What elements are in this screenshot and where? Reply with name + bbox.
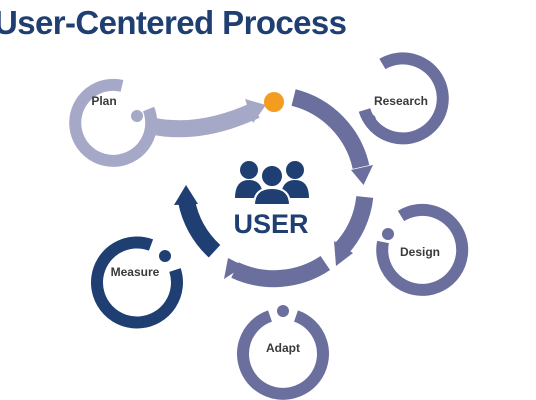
cycle-segment-adapt xyxy=(231,255,331,288)
cycle-arrowhead-design xyxy=(334,241,353,266)
stage-node-design: Design xyxy=(376,203,469,296)
people-icon xyxy=(235,161,309,206)
adapt-ring-dot xyxy=(277,305,289,317)
stage-node-adapt: Adapt xyxy=(237,305,329,400)
measure-ring-dot xyxy=(159,250,171,262)
page-title: User-Centered Process xyxy=(0,4,347,41)
cycle-ring xyxy=(150,89,374,288)
design-ring xyxy=(376,203,469,296)
plan-connector-arrowhead xyxy=(245,99,266,123)
cycle-arrowhead-adapt xyxy=(224,258,244,279)
plan-connector xyxy=(150,102,260,138)
research-ring-dot xyxy=(364,114,376,126)
stage-label-research: Research xyxy=(374,94,428,108)
cycle-segment-design xyxy=(333,195,374,256)
cycle-segment-measure xyxy=(178,199,221,258)
design-ring-dot xyxy=(382,228,394,240)
cycle-arrowhead-research xyxy=(351,165,373,185)
measure-ring xyxy=(91,236,183,329)
research-ring xyxy=(358,52,449,145)
stage-label-adapt: Adapt xyxy=(266,341,300,355)
stage-node-plan: Plan xyxy=(69,78,158,167)
stage-node-measure: Measure xyxy=(91,236,183,329)
stage-node-research: Research xyxy=(358,52,449,145)
start-dot xyxy=(264,92,284,112)
adapt-ring xyxy=(237,310,329,400)
cycle-arrowhead-measure xyxy=(174,185,198,205)
stage-label-design: Design xyxy=(400,245,440,259)
stage-label-plan: Plan xyxy=(91,94,116,108)
cycle-segment-research xyxy=(291,89,370,170)
center-user-label: USER xyxy=(233,209,308,239)
plan-ring-dot xyxy=(131,110,143,122)
plan-ring xyxy=(69,78,158,167)
stage-label-measure: Measure xyxy=(111,265,160,279)
